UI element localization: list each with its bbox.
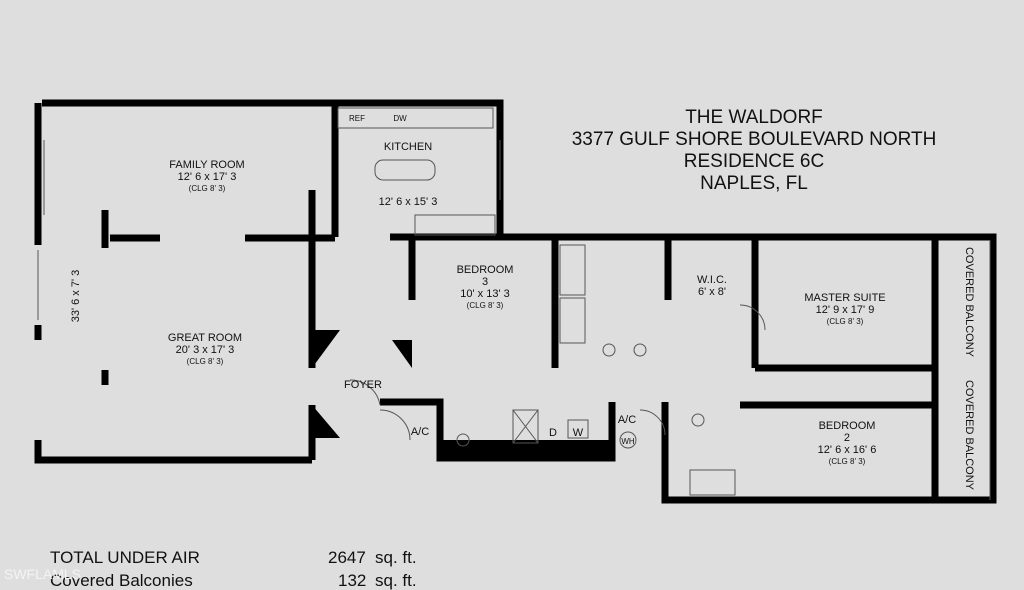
total-under-air-value: 2647 [328,548,366,567]
wall-east [390,233,997,504]
dw-label: DW [393,114,407,123]
room-dims: 12' 6 x 16' 6 [817,444,877,456]
total-under-air-unit: sq. ft. [375,548,417,567]
wall-left [34,103,312,464]
dryer-label: D [549,427,557,439]
room-dims: 10' x 13' 3 [460,288,510,300]
room-name: GREAT ROOM [167,332,243,344]
kitchen-label: KITCHEN [383,141,433,153]
room-ceiling: (CLG 8' 3) [828,457,866,466]
room-number: 2 [843,432,851,444]
room-ceiling: (CLG 8' 3) [826,317,864,326]
room-name: BEDROOM [456,264,514,276]
room-name: W.I.C. [697,274,727,286]
title-line: NAPLES, FL [700,173,808,194]
total-under-air-label: TOTAL UNDER AIR [50,548,200,567]
ac-label: A/C [617,414,637,426]
balconies-label: Covered Balconies [50,571,193,590]
room-name: FAMILY ROOM [169,159,245,171]
room-name: MASTER SUITE [804,292,886,304]
kitchen-dims: 12' 6 x 15' 3 [378,196,438,208]
wall-top [42,99,504,237]
overall-dimension: 33' 6 x 7' 3 [70,269,82,323]
room-ceiling: (CLG 8' 3) [466,301,504,310]
watermark: SWFLAMLS [4,566,82,582]
foyer-label: FOYER [344,379,382,391]
washer-label: W [572,427,584,439]
room-dims: 6' x 8' [697,286,727,298]
room-ceiling: (CLG 8' 3) [186,357,224,366]
room-name: BEDROOM [818,420,876,432]
ac-label: A/C [410,426,430,438]
balcony-label: COVERED BALCONY [963,379,975,491]
room-ceiling: (CLG 8' 3) [188,184,226,193]
room-dims: 12' 6 x 17' 3 [177,171,237,183]
wall-bedrooms [408,237,939,500]
room-dims: 20' 3 x 17' 3 [175,344,235,356]
balconies-value: 132 [338,571,367,590]
balcony-label: COVERED BALCONY [963,246,975,358]
room-dims: 12' 9 x 17' 9 [815,304,875,316]
water-heater-label: WH [621,437,635,446]
wall-master [740,364,935,409]
title-line: THE WALDORF [685,107,823,128]
wall-interior-great [101,210,335,385]
ref-label: REF [349,114,365,123]
room-number: 3 [481,276,489,288]
balconies-unit: sq. ft. [375,571,417,590]
title-line: 3377 GULF SHORE BOULEVARD NORTH [571,129,937,150]
plan-title: THE WALDORF 3377 GULF SHORE BOULEVARD NO… [572,107,937,195]
wic-label: W.I.C.6' x 8' [697,274,727,298]
title-line: RESIDENCE 6C [683,151,825,172]
